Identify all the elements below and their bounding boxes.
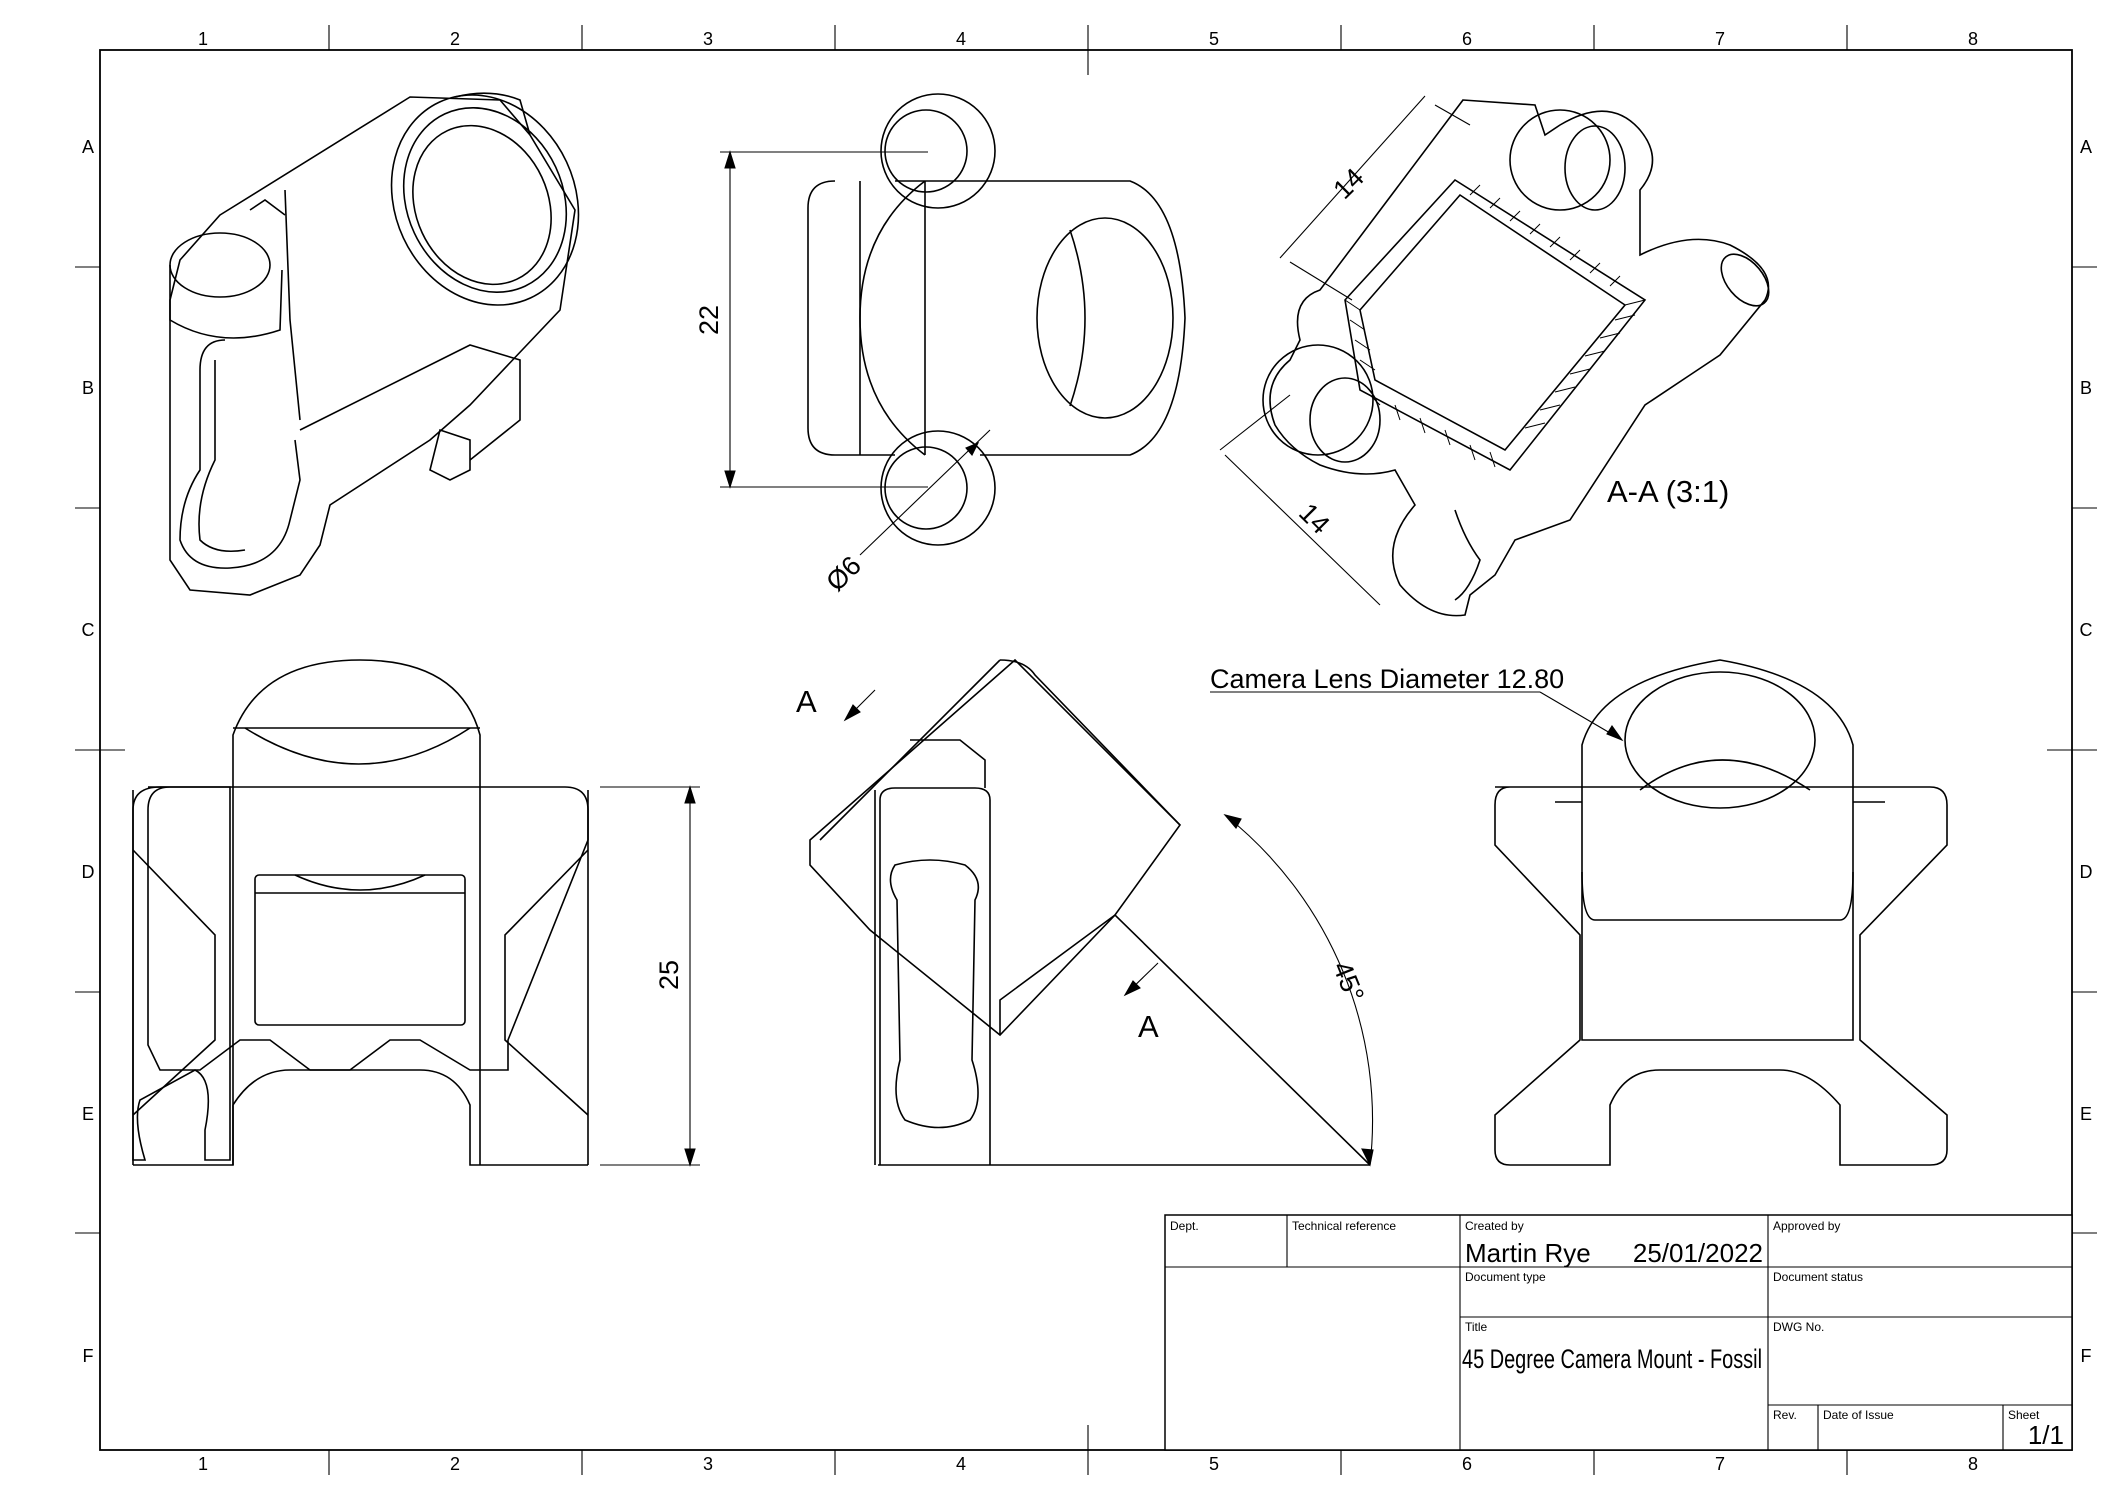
zone-label-top-6: 6 xyxy=(1462,29,1472,49)
zone-label-right-c: C xyxy=(2080,620,2093,640)
zone-label-bottom-6: 6 xyxy=(1462,1454,1472,1474)
zone-label-right-b: B xyxy=(2080,378,2092,398)
zone-label-bottom-3: 3 xyxy=(703,1454,713,1474)
side-view-45 xyxy=(809,658,1371,1166)
title-block-date-issue-label: Date of Issue xyxy=(1823,1408,1894,1422)
right-view xyxy=(1494,659,1948,1166)
title-block-doc-type-label: Document type xyxy=(1465,1270,1546,1284)
title-block-dept-label: Dept. xyxy=(1170,1219,1199,1233)
zone-label-top-7: 7 xyxy=(1715,29,1725,49)
section-cut-marks xyxy=(843,689,1159,997)
zone-label-left-c: C xyxy=(82,620,95,640)
zone-label-bottom-4: 4 xyxy=(956,1454,966,1474)
zone-label-right-d: D xyxy=(2080,862,2093,882)
section-hatching xyxy=(1344,184,1646,468)
zone-label-bottom-7: 7 xyxy=(1715,1454,1725,1474)
lens-callout-leader xyxy=(1210,691,1624,742)
zone-labels-right: A B C D E F xyxy=(2080,137,2093,1366)
title-block-created-date: 25/01/2022 xyxy=(1633,1238,1763,1268)
zone-labels-bottom: 1 2 3 4 5 6 7 8 xyxy=(198,1454,1978,1474)
isometric-view xyxy=(169,92,580,596)
dimension-text-25: 25 xyxy=(654,960,684,990)
zone-label-left-b: B xyxy=(82,378,94,398)
dimension-text-14-left: 14 xyxy=(1293,497,1335,539)
title-block-created-by-value: Martin Rye xyxy=(1465,1238,1591,1268)
title-block-title-value: 45 Degree Camera Mount - Fossil xyxy=(1462,1344,1762,1374)
section-mark-upper: A xyxy=(796,684,817,719)
top-view xyxy=(807,93,1186,546)
zone-label-left-e: E xyxy=(82,1104,94,1124)
title-block-dwg-label: DWG No. xyxy=(1773,1320,1824,1334)
zone-label-bottom-1: 1 xyxy=(198,1454,208,1474)
section-mark-lower: A xyxy=(1138,1009,1159,1044)
title-block-title-label: Title xyxy=(1465,1320,1488,1334)
zone-label-bottom-8: 8 xyxy=(1968,1454,1978,1474)
title-block-rev-label: Rev. xyxy=(1773,1408,1797,1422)
dimension-section-14-top xyxy=(1279,95,1471,301)
zone-ticks xyxy=(75,25,2097,1475)
zone-labels-top: 1 2 3 4 5 6 7 8 xyxy=(198,29,1978,49)
zone-label-right-f: F xyxy=(2081,1346,2092,1366)
zone-label-top-1: 1 xyxy=(198,29,208,49)
zone-label-bottom-5: 5 xyxy=(1209,1454,1219,1474)
zone-label-right-a: A xyxy=(2080,137,2092,157)
front-view xyxy=(132,659,589,1166)
lens-callout-text: Camera Lens Diameter 12.80 xyxy=(1210,664,1564,694)
dimension-height-22 xyxy=(720,150,928,489)
zone-label-left-d: D xyxy=(82,862,95,882)
title-block xyxy=(1164,1214,2073,1451)
title-block-tech-ref-label: Technical reference xyxy=(1292,1219,1396,1233)
title-block-created-by-label: Created by xyxy=(1465,1219,1524,1233)
dimension-angle-45 xyxy=(1223,814,1374,1167)
zone-label-left-f: F xyxy=(83,1346,94,1366)
zone-label-left-a: A xyxy=(82,137,94,157)
zone-label-top-5: 5 xyxy=(1209,29,1219,49)
dimension-height-25 xyxy=(600,785,700,1167)
title-block-doc-status-label: Document status xyxy=(1773,1270,1863,1284)
title-block-sheet-label: Sheet xyxy=(2008,1408,2040,1422)
dimension-diameter-6 xyxy=(859,429,991,556)
dimension-section-14-left xyxy=(1219,394,1381,606)
zone-label-top-3: 3 xyxy=(703,29,713,49)
section-title: A-A (3:1) xyxy=(1607,474,1729,509)
zone-label-top-4: 4 xyxy=(956,29,966,49)
dimension-text-22: 22 xyxy=(694,305,724,335)
zone-label-top-8: 8 xyxy=(1968,29,1978,49)
zone-label-bottom-2: 2 xyxy=(450,1454,460,1474)
title-block-approved-by-label: Approved by xyxy=(1773,1219,1840,1233)
zone-labels-left: A B C D E F xyxy=(82,137,95,1366)
zone-label-right-e: E xyxy=(2080,1104,2092,1124)
dimension-text-diameter-6: Ø6 xyxy=(820,550,867,597)
dimension-text-45: 45° xyxy=(1327,957,1370,1006)
zone-label-top-2: 2 xyxy=(450,29,460,49)
title-block-sheet-value: 1/1 xyxy=(2028,1420,2064,1450)
